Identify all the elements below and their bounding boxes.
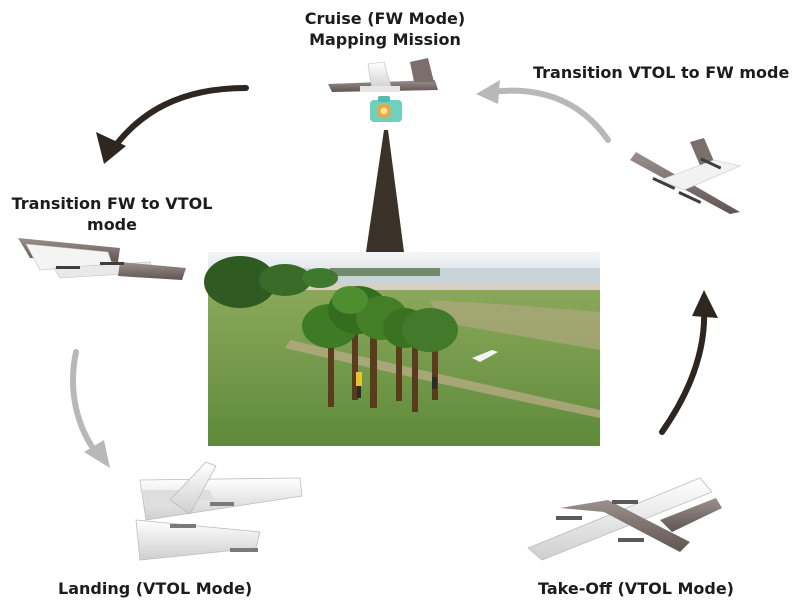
camera-beam [366,130,404,252]
cruise-label-line2: Mapping Mission [309,30,461,49]
transition-vtol-fw-drone [630,138,741,214]
arrow-cruise-to-fw-vtol [109,85,249,153]
photo-drone [472,350,498,362]
field-photo [204,252,600,446]
transition-fw-vtol-label: Transition FW to VTOL mode [6,193,218,235]
landing-label: Landing (VTOL Mode) [58,579,253,598]
photo-treeline [204,256,276,308]
camera-icon [370,96,402,122]
transition-vtol-fw-label: Transition VTOL to FW mode [533,63,790,82]
transition-fw-vtol-line2: mode [87,215,137,234]
transition-fw-vtol-drone [18,238,186,280]
cruise-drone [328,58,438,92]
arrow-takeoff-to-vtol-fw [659,305,708,435]
tree-group [302,286,458,412]
arrow-fw-vtol-to-landing [70,349,103,461]
cruise-label: Cruise (FW Mode) Mapping Mission [290,8,480,50]
person-figures [356,372,437,398]
cruise-label-line1: Cruise (FW Mode) [304,9,466,28]
photo-bare-patch [430,300,600,350]
takeoff-drone [527,477,722,561]
transition-fw-vtol-line1: Transition FW to VTOL [11,194,213,213]
landing-drone [135,461,303,561]
takeoff-label: Take-Off (VTOL Mode) [538,579,734,598]
arrow-vtol-fw-to-cruise [487,87,611,143]
photo-dirt-path [285,340,600,418]
